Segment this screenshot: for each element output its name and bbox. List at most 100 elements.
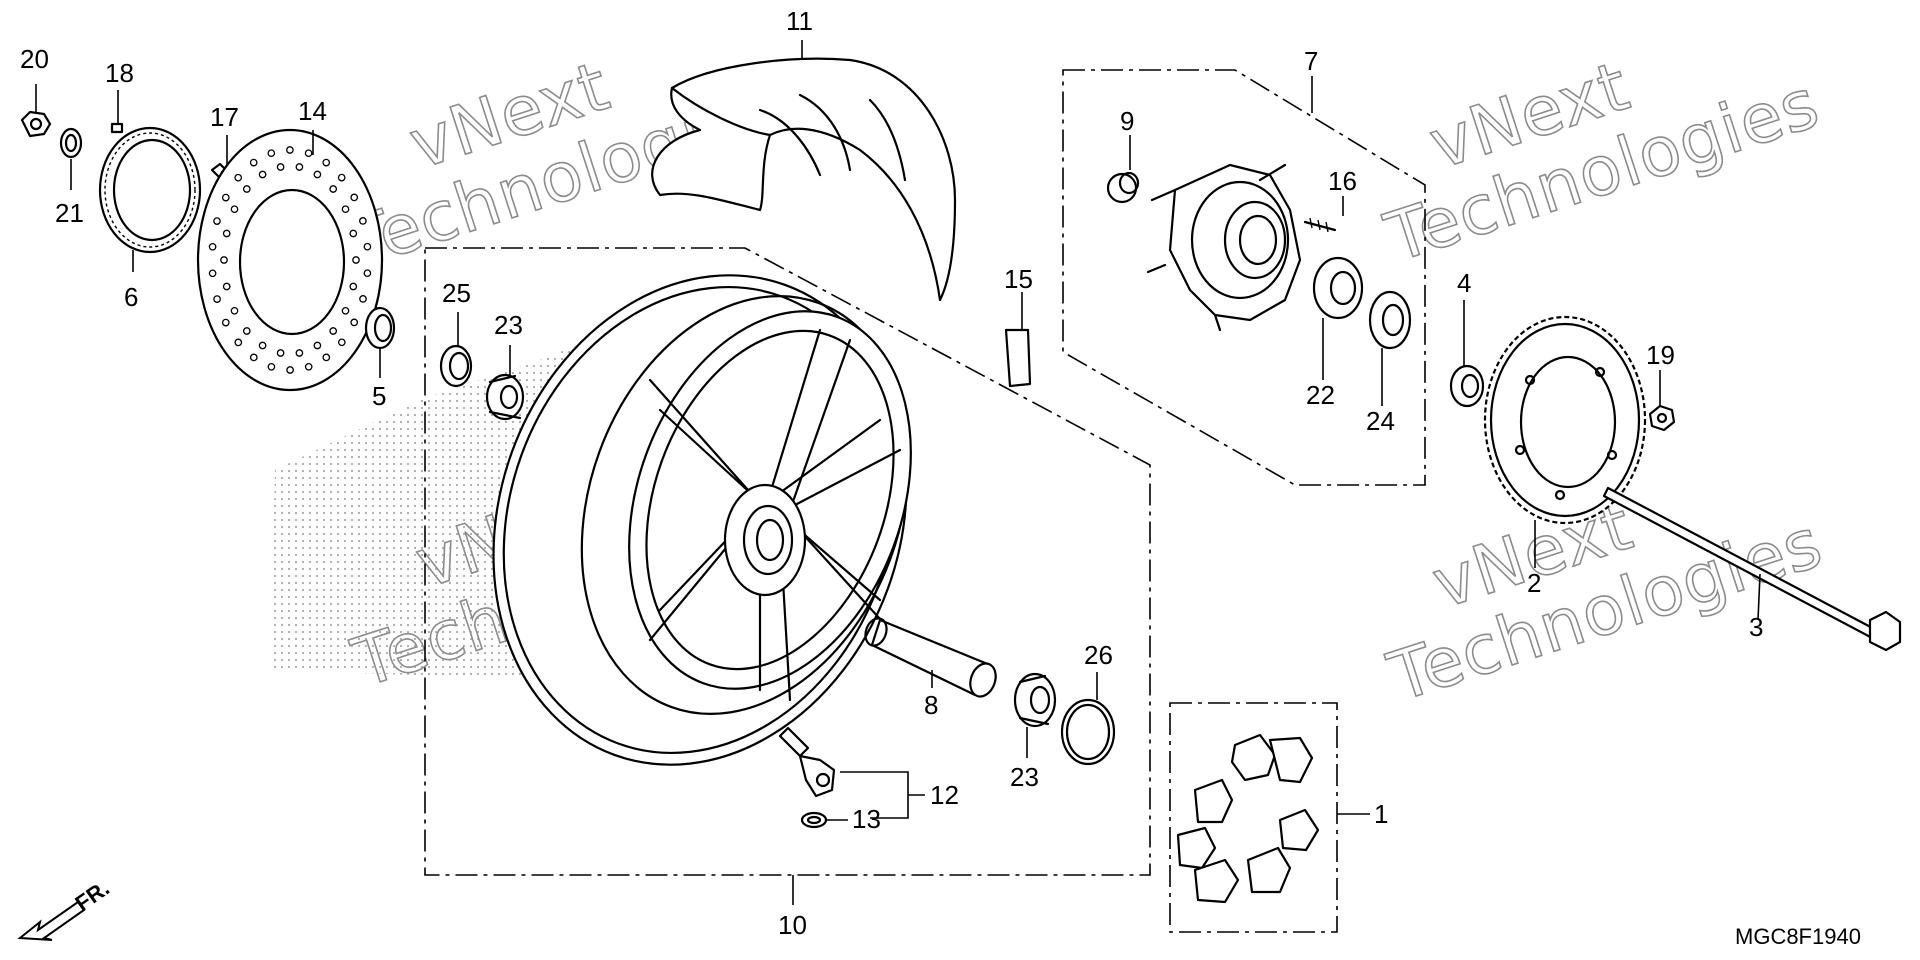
leader-lines bbox=[35, 40, 1761, 905]
disc-hole bbox=[213, 295, 221, 303]
disc-hole bbox=[350, 318, 359, 327]
callout-11: 11 bbox=[786, 6, 813, 36]
disc-hole bbox=[286, 366, 294, 374]
brake-disc[interactable] bbox=[196, 128, 384, 392]
disc-hole bbox=[222, 282, 231, 291]
disc-hole bbox=[208, 242, 217, 251]
disc-hole bbox=[337, 173, 346, 182]
callout-labels: 20 18 17 14 2 1 6 5 25 23 11 15 9 7 16 22… bbox=[20, 6, 1763, 940]
bearing-23-left[interactable] bbox=[485, 373, 525, 421]
callout-3: 3 bbox=[1749, 612, 1763, 642]
callout-13: 13 bbox=[852, 804, 881, 834]
side-collar[interactable] bbox=[1449, 364, 1485, 408]
disc-hole bbox=[329, 185, 338, 193]
wheel-damper[interactable] bbox=[1176, 733, 1320, 904]
pulser-ring[interactable] bbox=[98, 126, 202, 254]
disc-hole bbox=[286, 146, 294, 154]
valve-washer[interactable] bbox=[800, 811, 828, 829]
disc-hole bbox=[349, 229, 358, 238]
nut-20[interactable] bbox=[20, 110, 52, 138]
callout-4: 4 bbox=[1457, 268, 1471, 298]
callout-9: 9 bbox=[1120, 106, 1134, 136]
callout-23-left: 23 bbox=[494, 310, 523, 340]
disc-hole bbox=[220, 256, 228, 264]
disc-hole bbox=[230, 306, 239, 315]
stud-bolt[interactable] bbox=[1303, 217, 1337, 233]
disc-hole bbox=[349, 282, 358, 291]
dust-seal-25[interactable] bbox=[439, 344, 473, 388]
sprocket-nut[interactable] bbox=[1648, 404, 1676, 432]
disc-hole bbox=[341, 205, 350, 214]
callout-7: 7 bbox=[1304, 46, 1318, 76]
callout-26: 26 bbox=[1084, 640, 1113, 670]
disc-hole bbox=[242, 185, 251, 193]
disc-hole bbox=[313, 341, 322, 350]
disc-hole bbox=[359, 217, 367, 225]
disc-hole bbox=[208, 269, 217, 278]
disc-hole bbox=[242, 327, 251, 335]
disc-hole bbox=[363, 242, 372, 251]
dust-seal-5[interactable] bbox=[364, 306, 396, 350]
disc-hole bbox=[352, 256, 360, 264]
disc-hole bbox=[258, 170, 267, 179]
front-arrow-icon bbox=[17, 900, 86, 941]
driven-flange[interactable] bbox=[1146, 163, 1302, 332]
callout-14: 14 bbox=[298, 96, 327, 126]
disc-hole bbox=[276, 349, 285, 357]
callout-12: 12 bbox=[930, 780, 959, 810]
cast-wheel[interactable] bbox=[427, 217, 974, 824]
callout-19: 19 bbox=[1646, 340, 1675, 370]
callout-10: 10 bbox=[778, 910, 807, 940]
callout-6: 6 bbox=[124, 282, 138, 312]
disc-hole bbox=[249, 353, 258, 362]
hub-group-outline bbox=[1062, 69, 1426, 486]
callout-25: 25 bbox=[442, 278, 471, 308]
callout-18: 18 bbox=[105, 58, 134, 88]
callout-8: 8 bbox=[924, 690, 938, 720]
disc-hole bbox=[258, 341, 267, 350]
o-ring[interactable] bbox=[1060, 698, 1116, 766]
callout-17: 17 bbox=[210, 102, 239, 132]
disc-hole bbox=[322, 353, 331, 362]
disc-hole bbox=[363, 269, 372, 278]
dust-seal-24[interactable] bbox=[1368, 290, 1412, 350]
disc-hole bbox=[313, 170, 322, 179]
disc-hole bbox=[267, 362, 276, 371]
bolt-18[interactable] bbox=[110, 122, 124, 134]
balance-weight[interactable] bbox=[1004, 328, 1032, 388]
disc-hole bbox=[304, 149, 313, 158]
disc-hole bbox=[267, 149, 276, 158]
bearing-22[interactable] bbox=[1312, 256, 1364, 320]
damper-group-outline bbox=[1169, 702, 1338, 933]
callout-2: 2 bbox=[1527, 568, 1541, 598]
callout-1: 1 bbox=[1374, 799, 1388, 829]
disc-hole bbox=[222, 229, 231, 238]
disc-hole bbox=[234, 338, 243, 347]
disc-hole bbox=[329, 327, 338, 335]
disc-hole bbox=[276, 163, 285, 171]
disc-hole bbox=[221, 318, 230, 327]
driven-sprocket[interactable] bbox=[1483, 315, 1647, 525]
bearing-23-right[interactable] bbox=[1013, 672, 1057, 728]
hub-collar[interactable] bbox=[1106, 171, 1140, 204]
disc-hole bbox=[322, 158, 331, 167]
disc-hole bbox=[234, 173, 243, 182]
callout-5: 5 bbox=[372, 381, 386, 411]
disc-hole bbox=[359, 295, 367, 303]
tire[interactable] bbox=[651, 57, 957, 302]
callout-15: 15 bbox=[1004, 264, 1033, 294]
callout-16: 16 bbox=[1328, 166, 1357, 196]
disc-hole bbox=[341, 306, 350, 315]
axle-collar[interactable] bbox=[862, 615, 1000, 700]
wheel-group-outline bbox=[424, 247, 1151, 876]
disc-hole bbox=[230, 205, 239, 214]
valve-stem[interactable] bbox=[778, 726, 836, 798]
front-direction-indicator: FR. bbox=[17, 875, 114, 941]
callout-20: 20 bbox=[20, 44, 49, 74]
washer-21[interactable] bbox=[59, 127, 83, 159]
disc-hole bbox=[350, 193, 359, 202]
callout-22: 22 bbox=[1306, 380, 1335, 410]
disc-hole bbox=[295, 349, 304, 357]
rear-axle[interactable] bbox=[1602, 486, 1902, 652]
callout-24: 24 bbox=[1366, 406, 1395, 436]
